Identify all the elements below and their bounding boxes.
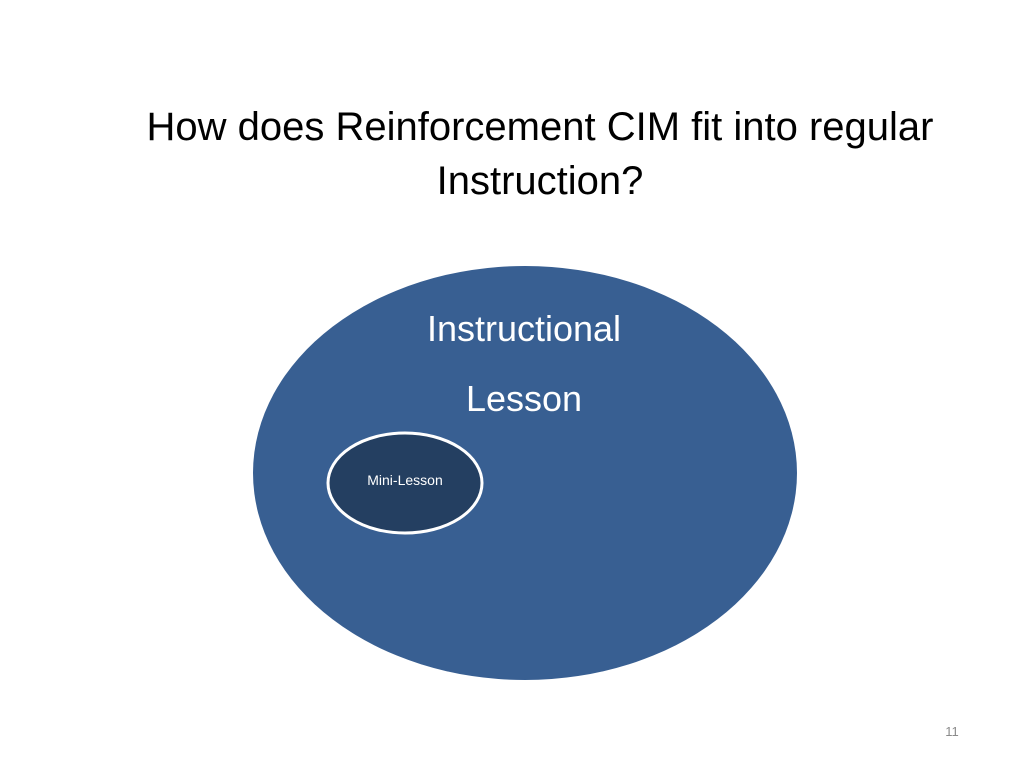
slide-title: How does Reinforcement CIM fit into regu… xyxy=(80,100,1000,208)
outer-circle-label-line-1: Instructional xyxy=(426,308,622,349)
slide-title-line-1: How does Reinforcement CIM fit into regu… xyxy=(146,105,934,149)
outer-circle-instructional-lesson xyxy=(253,266,797,680)
slide-number: 11 xyxy=(945,724,959,739)
slide-title-line-2: Instruction? xyxy=(436,159,644,203)
inner-circle-mini-lesson xyxy=(326,431,484,535)
outer-circle-label-line-2: Lesson xyxy=(465,378,583,419)
inner-circle-label: Mini-Lesson xyxy=(367,472,443,488)
